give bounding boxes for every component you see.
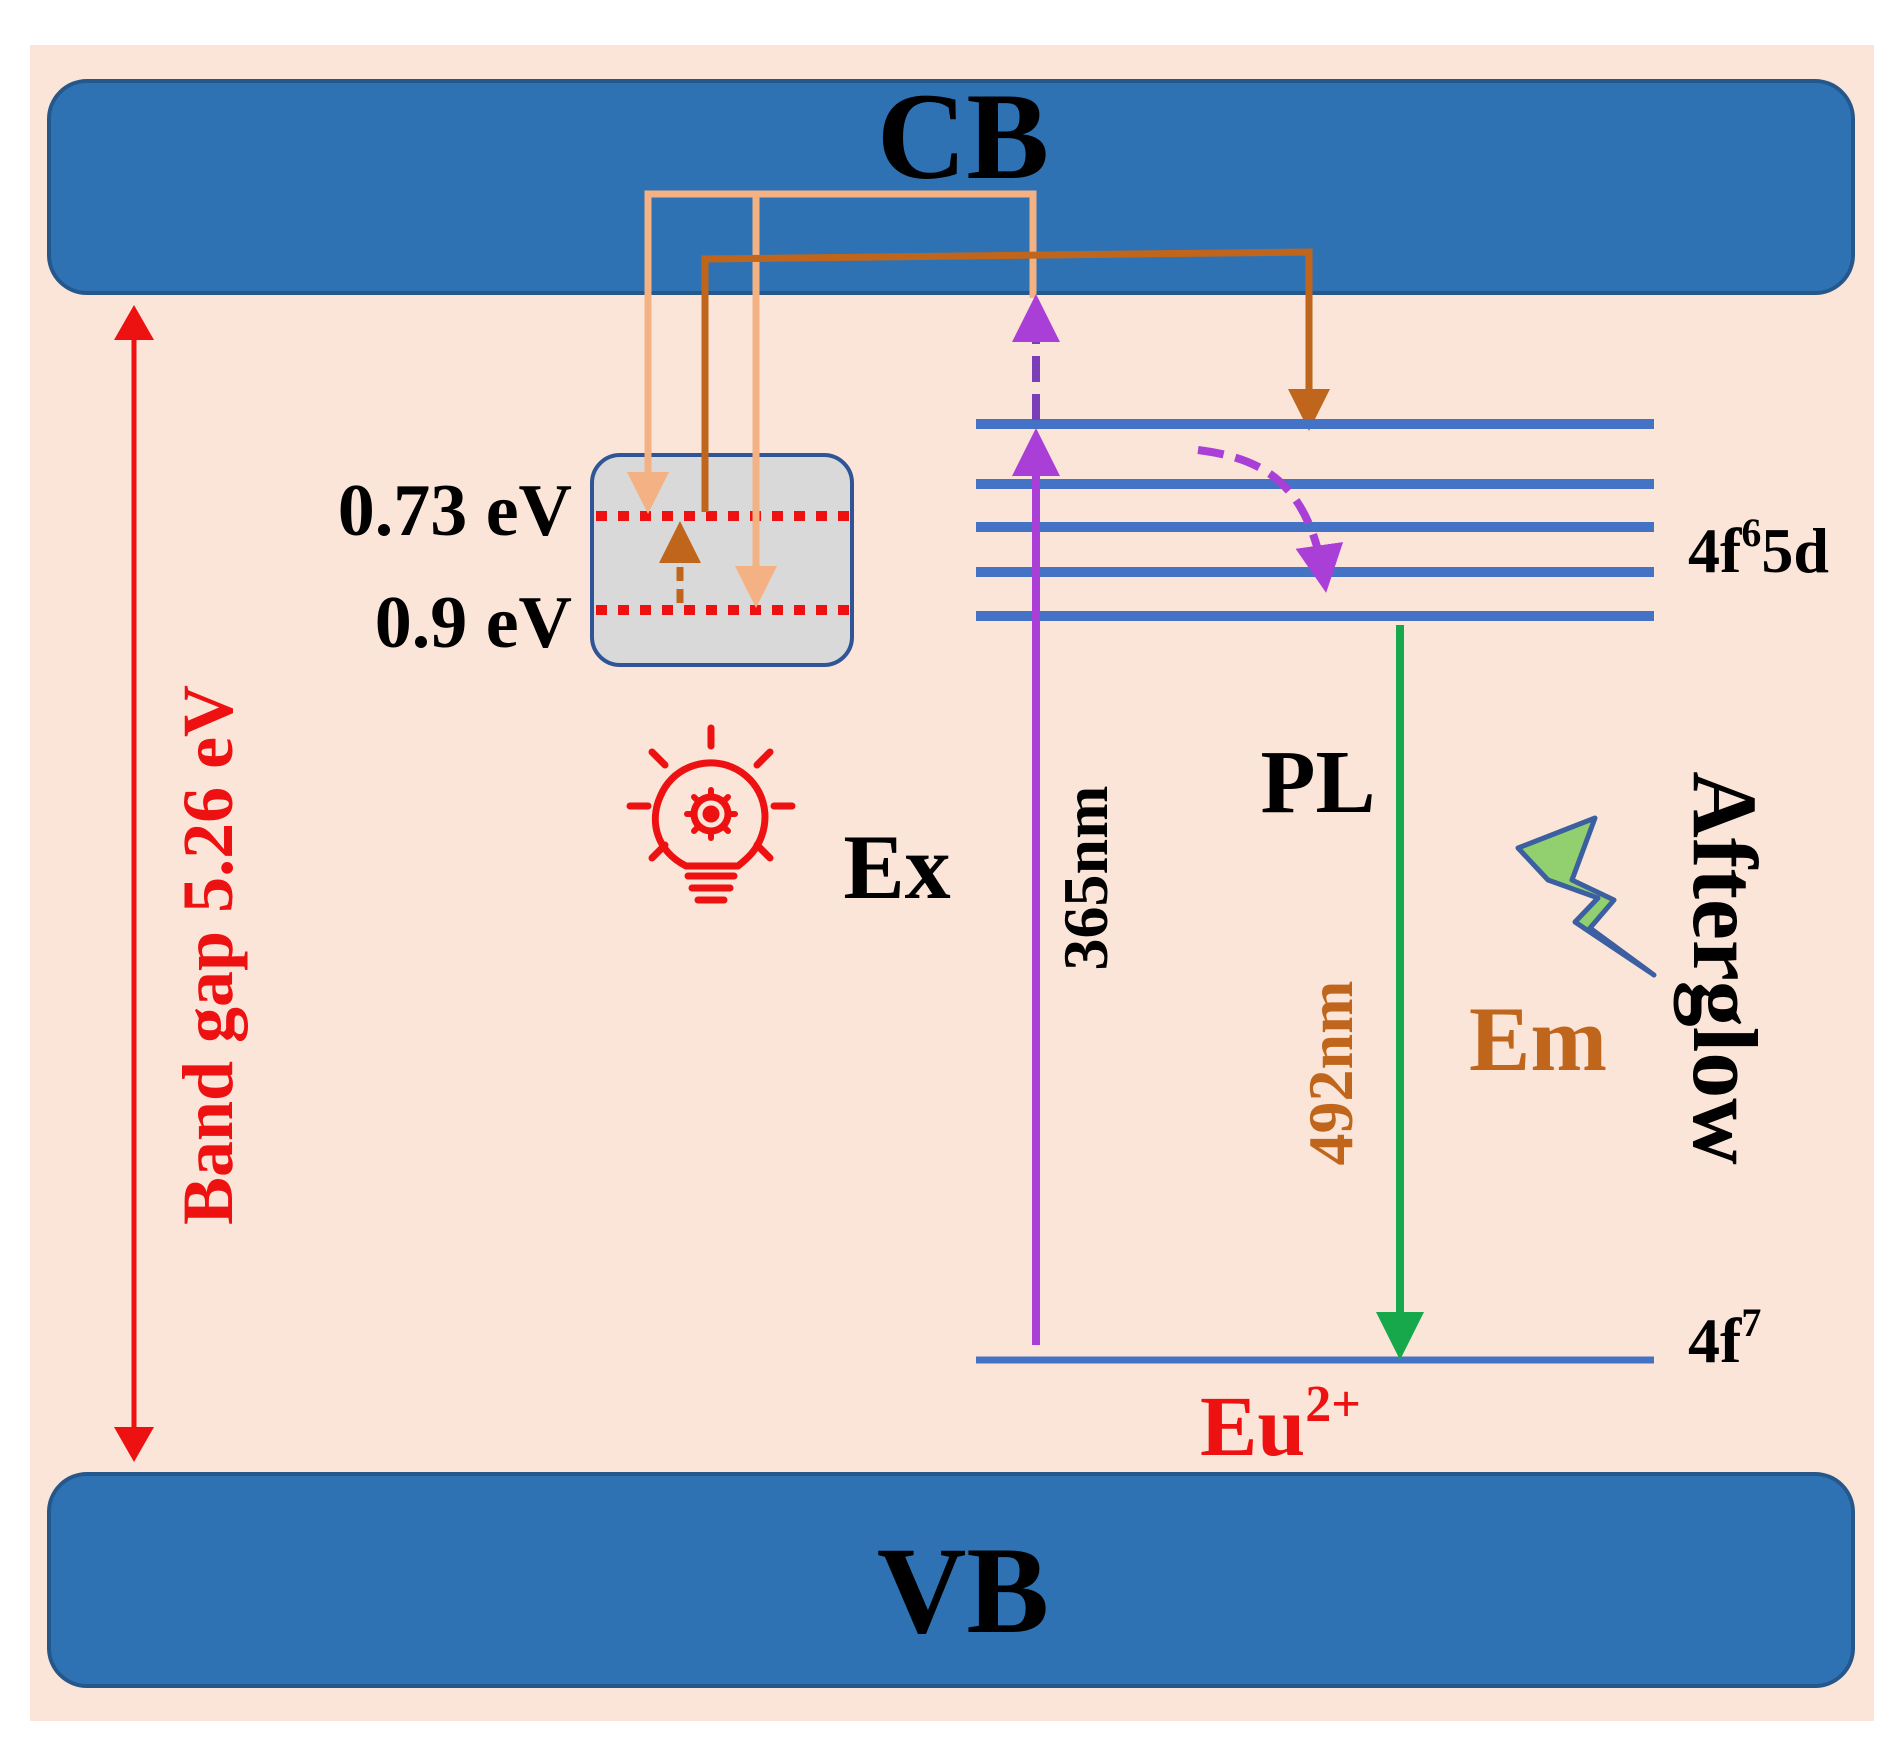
afterglow-label: Afterglow (1674, 771, 1776, 1164)
conduction-band-label: CB (877, 68, 1049, 205)
lightning-bolt-icon (1515, 815, 1657, 978)
excitation-label: Ex (843, 816, 950, 918)
ion-label: Eu2+ (1200, 1376, 1361, 1474)
light-bulb-gear-icon (626, 724, 796, 904)
shallow-trap-label: 0.73 eV (338, 470, 572, 552)
detrapping-path (701, 248, 1330, 512)
excitation-wavelength-label: 365nm (1050, 786, 1121, 971)
valence-band (47, 1472, 1855, 1688)
photoluminescence-label: PL (1260, 733, 1375, 832)
band-gap-label: Band gap 5.26 eV (168, 685, 248, 1225)
deep-trap-label: 0.9 eV (375, 582, 572, 664)
excited-state-label: 4f65d (1688, 510, 1829, 586)
emission-wavelength-label: 492nm (1295, 981, 1366, 1166)
emission-label: Em (1469, 988, 1607, 1090)
valence-band-label: VB (877, 1522, 1049, 1659)
relaxation-arrow (1197, 446, 1344, 593)
trap-box (590, 453, 854, 667)
panel-background (30, 45, 1874, 1721)
ground-state-label: 4f7 (1688, 1300, 1761, 1376)
conduction-band (47, 79, 1855, 295)
trapping-path-shallow (627, 190, 1037, 514)
